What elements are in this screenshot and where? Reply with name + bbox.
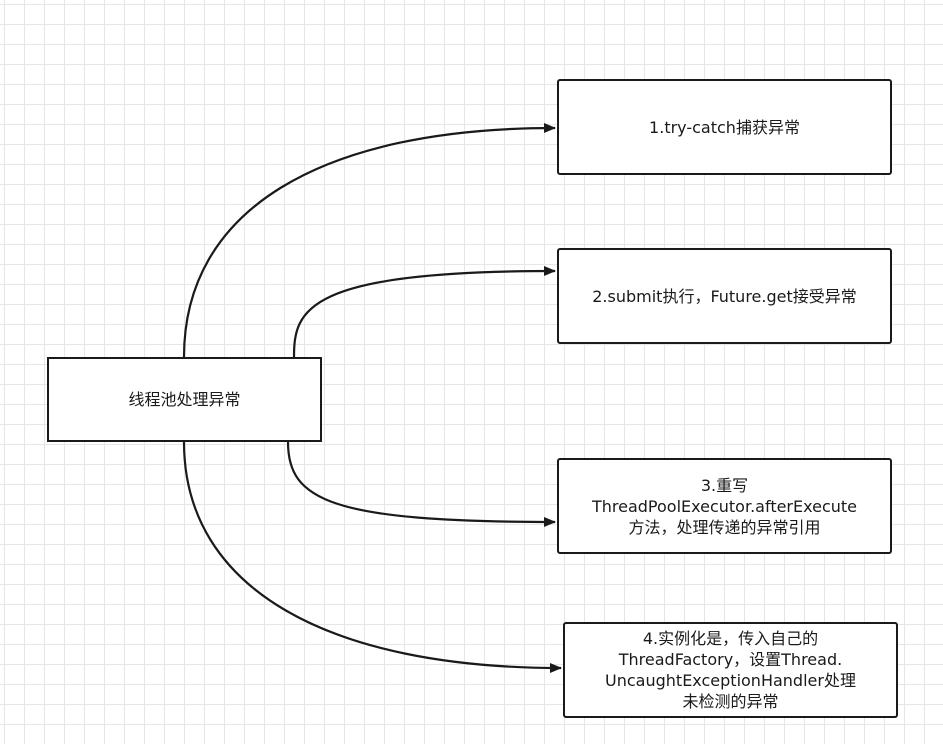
connector-to-branch-1 [182,123,556,358]
connector-to-branch-4 [182,441,562,673]
root-node: 线程池处理异常 [47,357,322,442]
branch-node-4-label: 4.实例化是，传入自己的 ThreadFactory，设置Thread. Unc… [605,629,856,711]
root-node-label: 线程池处理异常 [128,390,241,409]
branch-node-2-label: 2.submit执行，Future.get接受异常 [592,286,857,306]
branch-node-1: 1.try-catch捕获异常 [557,79,892,175]
branch-node-3-label: 3.重写 ThreadPoolExecutor.afterExecute 方法，… [591,475,857,537]
branch-node-2: 2.submit执行，Future.get接受异常 [557,248,892,344]
connector-to-branch-3 [286,441,556,527]
connector-to-branch-2 [292,266,556,358]
branch-node-1-label: 1.try-catch捕获异常 [649,117,800,137]
branch-node-3: 3.重写 ThreadPoolExecutor.afterExecute 方法，… [557,458,892,554]
branch-node-4: 4.实例化是，传入自己的 ThreadFactory，设置Thread. Unc… [563,622,898,718]
